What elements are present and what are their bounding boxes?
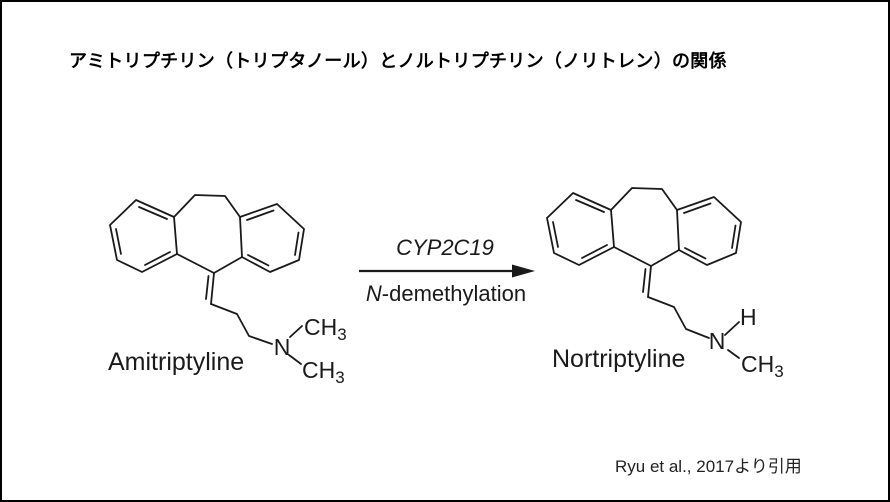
hydrogen-atom-label: H — [740, 304, 757, 330]
n-methyl-bond-lower — [288, 354, 302, 365]
benzene-ring-right — [676, 196, 742, 266]
aminopropyl-chain — [210, 303, 273, 345]
benzene-ring-left-double-bonds — [552, 199, 608, 259]
benzene-ring-right — [239, 203, 305, 273]
n-methyl-bond-upper — [289, 325, 303, 338]
cycloheptene-ring — [173, 194, 243, 274]
enzyme-label: CYP2C19 — [396, 235, 494, 260]
process-label-italic-n: N — [365, 281, 382, 306]
methyl-group-lower: CH3 — [302, 357, 345, 387]
aminopropyl-chain — [647, 296, 710, 339]
exocyclic-double-bond — [642, 265, 652, 298]
process-label: N-demethylation — [346, 281, 546, 307]
amitriptyline-label: Amitriptyline — [108, 348, 245, 376]
amitriptyline-structure: N CH3 CH3 — [109, 194, 347, 387]
benzene-ring-right-double-bonds — [246, 209, 300, 267]
benzene-ring-left-double-bonds — [115, 206, 171, 266]
methyl-group-lower: CH3 — [741, 351, 784, 381]
nitrogen-atom-label: N — [274, 334, 291, 360]
nitrogen-atom-label: N — [709, 328, 726, 354]
n-hydrogen-bond — [724, 321, 740, 336]
benzene-ring-right-double-bonds — [683, 202, 737, 260]
benzene-ring-left — [109, 199, 178, 273]
arrow-head — [512, 264, 535, 278]
nortriptyline-label: Nortriptyline — [552, 345, 686, 373]
methyl-group-upper: CH3 — [304, 314, 347, 344]
benzene-ring-left — [546, 192, 615, 266]
citation: Ryu et al., 2017より引用 — [615, 457, 802, 476]
reaction-arrow — [359, 264, 535, 278]
exocyclic-double-bond — [205, 272, 215, 305]
process-label-rest: -demethylation — [381, 281, 527, 306]
n-methyl-bond-lower — [727, 349, 740, 359]
nortriptyline-structure: N H CH3 — [546, 187, 784, 381]
figure-title: アミトリプチリン（トリプタノール）とノルトリプチリン（ノリトレン）の関係 — [69, 51, 727, 71]
cycloheptene-ring — [610, 187, 680, 267]
